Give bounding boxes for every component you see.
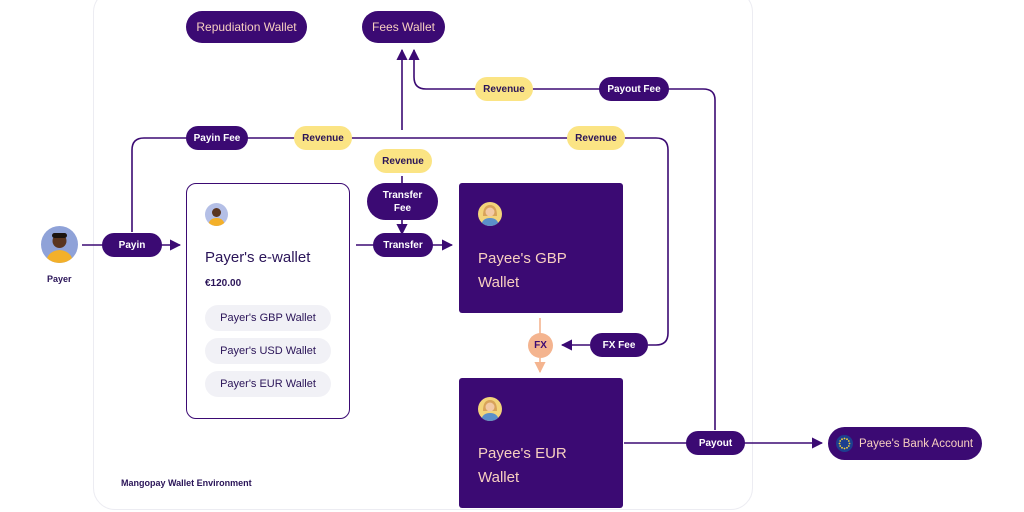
payer-ewallet-avatar (205, 203, 228, 226)
environment-label: Mangopay Wallet Environment (121, 478, 252, 488)
bank-account-label: Payee's Bank Account (859, 437, 974, 450)
payin-fee-pill: Payin Fee (186, 126, 248, 150)
sub-wallet-list: Payer's GBP Wallet Payer's USD Wallet Pa… (205, 305, 331, 404)
payin-pill: Payin (102, 233, 162, 257)
revenue-pill-payout: Revenue (475, 77, 533, 101)
transfer-fee-line1: Transfer (382, 189, 423, 201)
payee-gbp-avatar (478, 202, 502, 226)
payee-gbp-line2: Wallet (478, 274, 520, 291)
payer-ewallet-title: Payer's e-wallet (205, 249, 311, 266)
transfer-fee-pill: Transfer Fee (367, 183, 438, 220)
person-icon (481, 400, 499, 421)
payee-eur-avatar (478, 397, 502, 421)
sub-wallet-usd[interactable]: Payer's USD Wallet (205, 338, 331, 364)
line-payout-fees (408, 48, 716, 430)
payee-gbp-line1: Payee's GBP (478, 250, 567, 267)
sub-wallet-eur[interactable]: Payer's EUR Wallet (205, 371, 331, 397)
fx-circle: FX (528, 333, 553, 358)
person-icon (46, 233, 73, 263)
person-icon (208, 208, 225, 226)
revenue-pill-payin: Revenue (294, 126, 352, 150)
payout-pill: Payout (686, 431, 745, 455)
transfer-pill: Transfer (373, 233, 433, 257)
payee-eur-title: Payee's EUR Wallet (478, 442, 567, 490)
repudiation-wallet[interactable]: Repudiation Wallet (186, 11, 307, 43)
eu-flag-icon (836, 435, 853, 452)
payout-fee-pill: Payout Fee (599, 77, 669, 101)
revenue-pill-fx: Revenue (567, 126, 625, 150)
payee-bank-account[interactable]: Payee's Bank Account (828, 427, 982, 460)
person-icon (481, 205, 499, 226)
line-top-revenue (131, 137, 669, 346)
payer-ewallet-balance: €120.00 (205, 278, 242, 289)
revenue-pill-transfer: Revenue (374, 149, 432, 173)
payee-gbp-title: Payee's GBP Wallet (478, 247, 567, 295)
transfer-fee-line2: Fee (393, 202, 412, 214)
fees-wallet[interactable]: Fees Wallet (362, 11, 445, 43)
payer-avatar (41, 226, 78, 263)
payee-eur-line1: Payee's EUR (478, 445, 567, 462)
payee-eur-line2: Wallet (478, 469, 520, 486)
payer-label: Payer (47, 274, 72, 284)
sub-wallet-gbp[interactable]: Payer's GBP Wallet (205, 305, 331, 331)
fx-fee-pill: FX Fee (590, 333, 648, 357)
